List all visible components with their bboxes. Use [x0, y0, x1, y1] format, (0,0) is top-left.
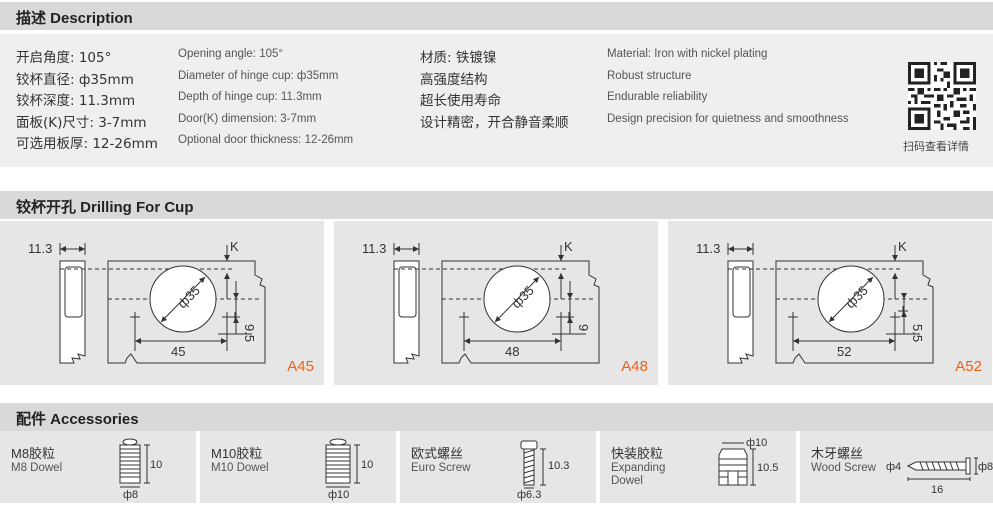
feature-line: Design precision for quietness and smoot…	[607, 112, 849, 125]
spec-line: 面板(K)尺寸: 3-7mm	[16, 114, 147, 131]
distance-label: 52	[837, 344, 851, 359]
distance-label: 48	[505, 344, 519, 359]
k-label: K	[564, 239, 573, 254]
accessory-dim-c: 16	[931, 484, 943, 496]
screw-icon: 10.3 ф6.3	[517, 440, 569, 501]
accessory-dim-a: 10.3	[548, 460, 569, 472]
drilling-panel-a45: 11.3 K ф35 45 9.5 A45	[0, 221, 324, 385]
spec-line: 开启角度: 105°	[16, 50, 112, 66]
accessory-zh-label: M10胶粒	[211, 446, 263, 461]
drilling-header: 铰杯开孔 Drilling For Cup	[0, 191, 993, 219]
accessory-m8-dowel: M8胶粒 M8 Dowel 10 ф8	[0, 431, 196, 503]
feature-line: Material: Iron with nickel plating	[607, 48, 768, 60]
drilling-panel-a52: 11.3 K ф35 52 5.5 A52	[668, 221, 992, 385]
description-panel: 开启角度: 105° 铰杯直径: ф35mm 铰杯深度: 11.3mm 面板(K…	[0, 34, 993, 167]
cup-depth-label: 11.3	[696, 241, 720, 256]
drilling-panel-a48: 11.3 K ф35 48 9 A48	[334, 221, 658, 385]
model-label: A45	[287, 358, 314, 375]
en-features: Material: Iron with nickel plating Robus…	[607, 46, 849, 134]
accessory-dim-b: ф10	[328, 489, 349, 501]
accessory-dim-a: ф4	[886, 461, 901, 473]
feature-line: 设计精密，开合静音柔顺	[420, 114, 569, 131]
accessory-en-label: M8 Dowel	[11, 462, 63, 474]
accessory-en-label: Expanding Dowel	[611, 462, 666, 487]
accessory-zh-label: 木牙螺丝	[811, 446, 864, 461]
accessory-dim-b: ф8	[123, 489, 138, 501]
drilling-diagram: 11.3 K ф35 48 9	[362, 239, 600, 364]
accessories-header: 配件 Accessories	[0, 403, 993, 431]
spec-line: 铰杯直径: ф35mm	[16, 71, 134, 88]
accessory-dim-b: ф8	[978, 461, 993, 473]
accessories-title: 配件 Accessories	[16, 411, 139, 428]
spec-line: Optional door thickness: 12-26mm	[178, 134, 354, 146]
accessory-zh-label: 快装胶粒	[611, 446, 664, 461]
cup-depth-label: 11.3	[28, 241, 52, 256]
spec-line: 可选用板厚: 12-26mm	[16, 136, 158, 152]
accessory-dim-a: 10	[150, 459, 162, 471]
accessory-en-label: M10 Dowel	[211, 462, 269, 474]
model-label: A48	[621, 358, 648, 375]
wood-screw-icon: ф4 ф8 16	[886, 457, 993, 496]
k-label: K	[230, 239, 239, 254]
spec-line: Opening angle: 105°	[178, 48, 283, 60]
accessory-expanding-dowel: 快装胶粒 Expanding Dowel ф10 10.5	[600, 431, 796, 503]
qr-code-icon[interactable]	[908, 62, 976, 130]
accessory-en-label: Euro Screw	[411, 462, 471, 474]
distance-label: 45	[171, 344, 185, 359]
drilling-diagram: 11.3 K ф35 45 9.5	[28, 239, 266, 364]
model-label: A52	[955, 358, 982, 375]
feature-line: Endurable reliability	[607, 91, 708, 103]
spec-line: 铰杯深度: 11.3mm	[16, 93, 136, 109]
accessory-dim-b: ф6.3	[517, 489, 541, 501]
drilling-title: 铰杯开孔 Drilling For Cup	[16, 199, 194, 216]
accessory-wood-screw: 木牙螺丝 Wood Screw ф4 ф8 16	[800, 431, 993, 503]
feature-line: 超长使用寿命	[420, 93, 501, 109]
feature-line: 高强度结构	[420, 71, 488, 88]
accessory-euro-screw: 欧式螺丝 Euro Screw 10.3 ф6.3	[400, 431, 596, 503]
description-title: 描述 Description	[16, 10, 133, 27]
accessory-dim-a: 10.5	[757, 462, 778, 474]
dowel-icon: 10 ф8	[119, 438, 162, 501]
spec-line: Door(K) dimension: 3-7mm	[178, 112, 317, 125]
k-label: K	[898, 239, 907, 254]
accessory-dim-a: 10	[361, 459, 373, 471]
accessory-zh-label: 欧式螺丝	[411, 446, 464, 461]
description-header: 描述 Description	[0, 2, 993, 30]
accessory-m10-dowel: M10胶粒 M10 Dowel 10 ф10	[200, 431, 396, 503]
accessory-dim-b: ф10	[746, 437, 767, 449]
offset-label: 5.5	[910, 324, 925, 342]
qr-caption: 扫码查看详情	[903, 141, 969, 153]
offset-label: 9.5	[242, 324, 257, 342]
drilling-diagram: 11.3 K ф35 52 5.5	[696, 239, 934, 364]
accessory-zh-label: M8胶粒	[11, 446, 56, 461]
feature-line: 材质: 铁镀镍	[420, 50, 497, 66]
expanding-dowel-icon: ф10 10.5	[718, 437, 778, 486]
spec-line: Depth of hinge cup: 11.3mm	[178, 91, 322, 103]
zh-features: 材质: 铁镀镍 高强度结构 超长使用寿命 设计精密，开合静音柔顺	[420, 46, 569, 132]
dowel-icon: 10 ф10	[325, 438, 373, 501]
cup-depth-label: 11.3	[362, 241, 386, 256]
accessory-en-label: Wood Screw	[811, 462, 876, 474]
en-specs: Opening angle: 105° Diameter of hinge cu…	[178, 46, 353, 156]
spec-line: Diameter of hinge cup: ф35mm	[178, 69, 339, 82]
feature-line: Robust structure	[607, 69, 692, 82]
zh-specs: 开启角度: 105° 铰杯直径: ф35mm 铰杯深度: 11.3mm 面板(K…	[16, 46, 158, 154]
offset-label: 9	[576, 324, 591, 331]
